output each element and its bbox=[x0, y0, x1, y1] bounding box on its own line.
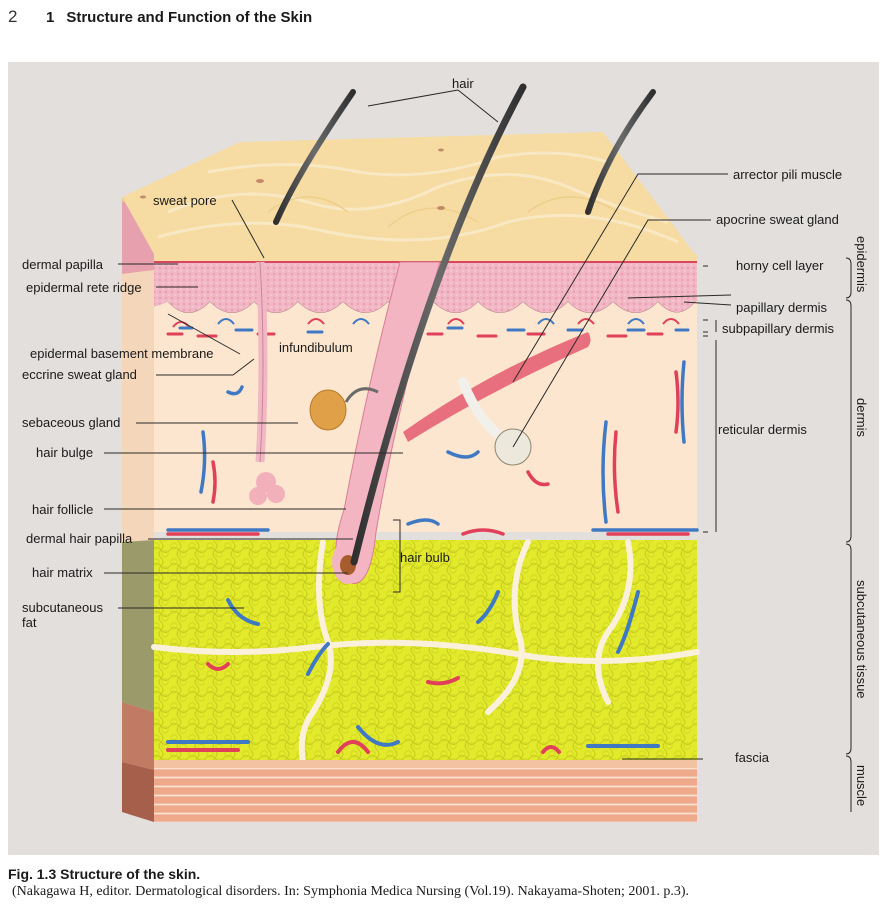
label-hair-matrix: hair matrix bbox=[32, 565, 93, 580]
label-hair-follicle: hair follicle bbox=[32, 502, 94, 517]
label-arrector-pili-muscle: arrector pili muscle bbox=[733, 167, 843, 182]
page-number: 2 bbox=[8, 7, 18, 26]
label-hair-bulge: hair bulge bbox=[36, 445, 94, 460]
skin-structure-figure: hair sweat pore arrector pili muscle apo… bbox=[8, 62, 879, 855]
hair-follicle-structure bbox=[309, 83, 591, 584]
label-reticular-dermis: reticular dermis bbox=[718, 422, 807, 437]
muscle-layer bbox=[154, 760, 697, 822]
chapter-title: Structure and Function of the Skin bbox=[66, 8, 313, 26]
label-horny-cell-layer: horny cell layer bbox=[736, 258, 824, 273]
label-fascia: fascia bbox=[735, 750, 769, 765]
label-subpapillary-dermis: subpapillary dermis bbox=[722, 321, 834, 336]
label-infundibulum: infundibulum bbox=[279, 340, 353, 355]
left-side-face bbox=[122, 189, 154, 822]
surface-hairs bbox=[273, 89, 656, 225]
label-sebaceous-gland: sebaceous gland bbox=[22, 415, 121, 430]
label-eccrine-sweat-gland: eccrine sweat gland bbox=[22, 367, 137, 382]
label-apocrine-sweat-gland: apocrine sweat gland bbox=[716, 212, 839, 227]
chapter-number: 1 bbox=[46, 8, 55, 26]
layer-epidermis: epidermis bbox=[854, 236, 869, 293]
layer-dermis: dermis bbox=[854, 398, 869, 438]
figure-caption-source: (Nakagawa H, editor. Dermatological diso… bbox=[12, 884, 690, 899]
label-sweat-pore: sweat pore bbox=[153, 193, 217, 208]
leader-lines bbox=[104, 89, 732, 760]
layer-muscle: muscle bbox=[854, 765, 869, 807]
eccrine-gland-structure bbox=[249, 261, 285, 505]
subcutaneous-fat-layer bbox=[151, 539, 700, 765]
label-papillary-dermis: papillary dermis bbox=[736, 300, 828, 315]
label-fat: fat bbox=[22, 615, 37, 630]
label-dermal-papilla: dermal papilla bbox=[22, 257, 103, 272]
label-hair: hair bbox=[452, 76, 474, 91]
label-dermal-hair-papilla: dermal hair papilla bbox=[26, 531, 133, 546]
layer-subcutaneous-tissue: subcutaneous tissue bbox=[854, 580, 869, 699]
page-header: 2 1 Structure and Function of the Skin bbox=[8, 6, 312, 28]
figure-caption-title: Fig. 1.3 Structure of the skin. bbox=[8, 866, 201, 882]
label-hair-bulb: hair bulb bbox=[400, 550, 450, 565]
label-epidermal-rete-ridge: epidermal rete ridge bbox=[26, 280, 142, 295]
label-subcutaneous: subcutaneous bbox=[22, 600, 103, 615]
label-epidermal-basement-membrane: epidermal basement membrane bbox=[30, 346, 214, 361]
skin-diagram bbox=[104, 83, 732, 822]
